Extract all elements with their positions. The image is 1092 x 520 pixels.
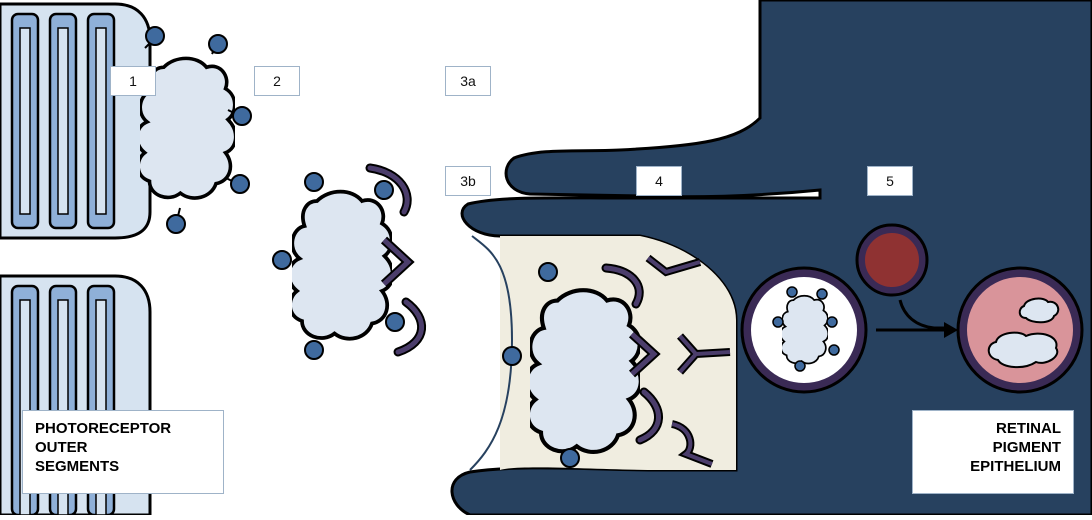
receptor-y: [671, 422, 713, 466]
photoreceptor-label-line-1: PHOTORECEPTOR: [35, 420, 172, 437]
phagolysosome: [956, 266, 1084, 394]
step-4-tag: 4: [636, 166, 682, 196]
receptor-chevron: [382, 238, 412, 286]
ligand-dot: [816, 288, 828, 300]
photoreceptor-segment-top: [0, 2, 152, 240]
step-3b-tag: 3b: [445, 166, 491, 196]
receptor-y: [678, 334, 731, 374]
photoreceptor-label-line-3: SEGMENTS: [35, 458, 120, 475]
phagosome: [740, 266, 868, 394]
receptor-arc: [367, 165, 410, 215]
receptor-arc: [637, 389, 661, 443]
rpe-label: RETINAL PIGMENT EPITHELIUM: [912, 410, 1074, 494]
ligand-dot: [786, 286, 798, 298]
receptor-y: [646, 256, 701, 275]
ligand-dot: [304, 340, 324, 360]
step-5-tag: 5: [867, 166, 913, 196]
rpe-label-line-1: RETINAL: [996, 420, 1061, 437]
ligand-dot: [560, 448, 580, 468]
ligand-dot: [145, 26, 165, 46]
ligand-dot: [502, 346, 522, 366]
ligand-dot: [538, 262, 558, 282]
fusion-arrow: [876, 299, 958, 338]
ligand-dot: [232, 106, 252, 126]
ligand-dot: [772, 316, 784, 328]
ligand-dot: [374, 180, 394, 200]
step-2-tag: 2: [254, 66, 300, 96]
ligand-dot: [828, 344, 840, 356]
ligand-dot: [272, 250, 292, 270]
ligand-dot: [304, 172, 324, 192]
engulfed-fragment: [502, 254, 731, 468]
receptor-arc: [603, 265, 642, 307]
ligand-dot: [385, 312, 405, 332]
lysosome: [855, 223, 929, 297]
rpe-label-line-2: PIGMENT: [992, 439, 1061, 456]
photoreceptor-label-line-2: OUTER: [35, 439, 88, 456]
step-1-tag: 1: [110, 66, 156, 96]
shedding-fragment: [137, 26, 252, 234]
ligand-dot: [166, 214, 186, 234]
ligand-dot: [826, 316, 838, 328]
photoreceptor-label: PHOTORECEPTOR OUTER SEGMENTS: [22, 410, 224, 494]
ligand-dot: [208, 34, 228, 54]
receptor-chevron: [630, 332, 658, 376]
free-fragment: [272, 163, 426, 360]
receptor-arc: [395, 299, 424, 355]
ligand-dot: [230, 174, 250, 194]
rpe-label-line-3: EPITHELIUM: [970, 458, 1061, 475]
step-3a-tag: 3a: [445, 66, 491, 96]
ligand-dot: [794, 360, 806, 372]
